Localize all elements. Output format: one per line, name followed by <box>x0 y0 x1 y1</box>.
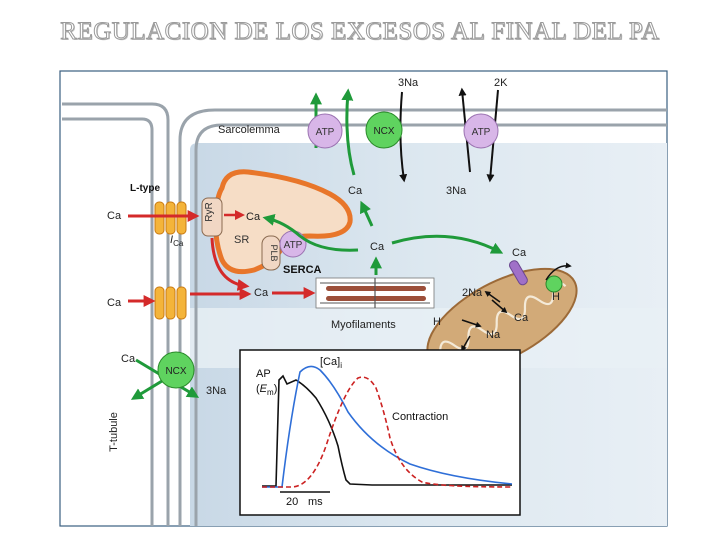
mito-uptake-arrow <box>391 234 504 254</box>
ca-transient-trace <box>262 365 513 488</box>
em-label: (Em) <box>256 383 277 397</box>
slide-title: REGULACION DE LOS EXCESOS AL FINAL DEL P… <box>60 18 660 46</box>
ca-cytosol-hub-label: Ca <box>370 241 385 253</box>
l-type-label: L-type <box>130 183 160 194</box>
serca-uptake-arrow <box>262 213 359 252</box>
ca-out-label-2: Ca <box>107 297 122 309</box>
mito-na-arrow <box>461 335 471 352</box>
ncx-label-bottom: NCX <box>165 366 186 377</box>
sr-ca-arrow <box>210 237 250 291</box>
ca-tubule-label: Ca <box>121 353 136 365</box>
nak-atp-label: ATP <box>472 127 491 138</box>
h-label-right: H <box>552 291 560 303</box>
ica-label: ICa <box>170 234 184 248</box>
pmca-atp-label: ATP <box>316 127 335 138</box>
ca-sr-release-label: Ca <box>246 211 261 223</box>
serca-atp-label: ATP <box>284 240 303 251</box>
mito-hca-exchanger <box>545 275 563 293</box>
ap-trace <box>262 374 512 487</box>
myofilaments-label: Myofilaments <box>331 319 396 331</box>
na-mito-label: Na <box>486 329 501 341</box>
ca-mito-label: Ca <box>512 247 527 259</box>
mito-ca-efflux-arrow <box>484 290 501 303</box>
ryr-channel <box>201 197 223 237</box>
scale-bar-value: 20 <box>286 496 298 508</box>
plb-label: PLB <box>269 244 279 261</box>
ca-mito-out-label: Ca <box>514 312 529 324</box>
timecourse-inset: 20 ms AP (Em) [Ca]i Contraction <box>239 349 521 516</box>
scale-bar-unit: ms <box>308 496 323 508</box>
sarcolemma-membrane <box>62 102 667 526</box>
ncx-exchanger-bottom <box>157 351 195 389</box>
na3-label-top: 3Na <box>398 77 419 89</box>
mito-uniporter <box>509 260 528 286</box>
h-label-left: H <box>433 316 441 328</box>
na3-label-right: 3Na <box>446 185 467 197</box>
ryr-label: RyR <box>204 202 215 221</box>
plb-protein <box>261 235 281 271</box>
cai-label: [Ca]i <box>320 356 342 370</box>
contraction-label: Contraction <box>392 411 448 423</box>
ncx-ca-efflux-arrow <box>341 88 356 176</box>
mito-h-out-arrow <box>545 262 572 281</box>
l-type-channel-top <box>154 201 187 235</box>
ncx-exchanger-top <box>365 111 403 149</box>
na3-label-bottom: 3Na <box>206 385 227 397</box>
ca-ncx-label: Ca <box>348 185 363 197</box>
sarcolemma-label: Sarcolemma <box>218 124 281 136</box>
mito-h-arrow <box>461 319 482 328</box>
ca-to-ncx-arrow <box>360 200 374 227</box>
na2-label: 2Na <box>462 287 483 299</box>
myofilaments <box>315 277 435 309</box>
k2-label: 2K <box>494 77 508 89</box>
pmca-atp-pump <box>307 113 343 149</box>
ca-cytosol-label: Ca <box>254 287 269 299</box>
ncx-label-top: NCX <box>373 126 394 137</box>
ap-label: AP <box>256 368 271 380</box>
mito-na-influx-arrow <box>491 299 508 314</box>
t-tubule-label: T-tubule <box>108 412 120 452</box>
serca-label: SERCA <box>283 264 322 276</box>
sr-label: SR <box>234 234 249 246</box>
contraction-trace <box>262 376 513 488</box>
nak-atp-pump <box>463 113 499 149</box>
ca-out-label-1: Ca <box>107 210 122 222</box>
l-type-channel-bottom <box>154 286 187 320</box>
